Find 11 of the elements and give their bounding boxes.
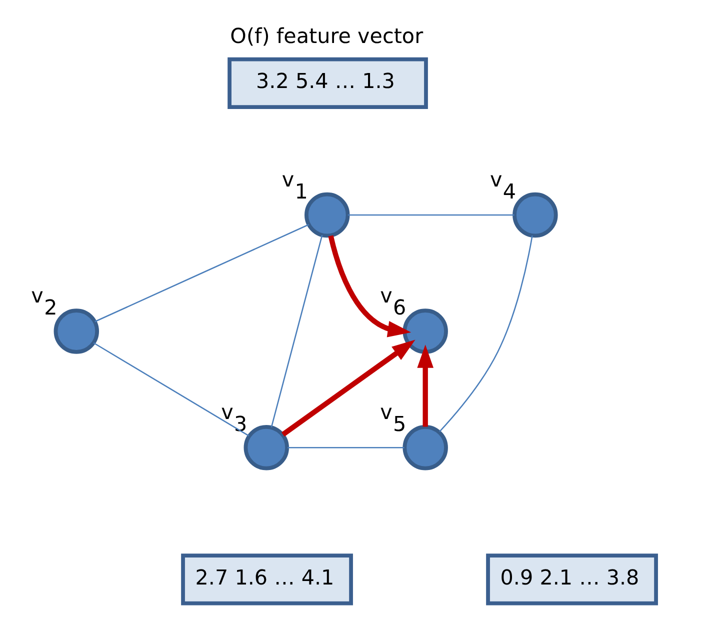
- connector: [94, 224, 308, 322]
- connector: [438, 235, 532, 432]
- node-circle: [304, 192, 350, 238]
- connector: [287, 446, 404, 448]
- arrow: [416, 344, 433, 427]
- connector: [347, 214, 514, 216]
- connector: [92, 342, 249, 436]
- connector: [270, 234, 322, 428]
- arrow: [328, 235, 411, 338]
- node-label: O(f) feature vector: [230, 24, 423, 48]
- arrow: [280, 340, 415, 437]
